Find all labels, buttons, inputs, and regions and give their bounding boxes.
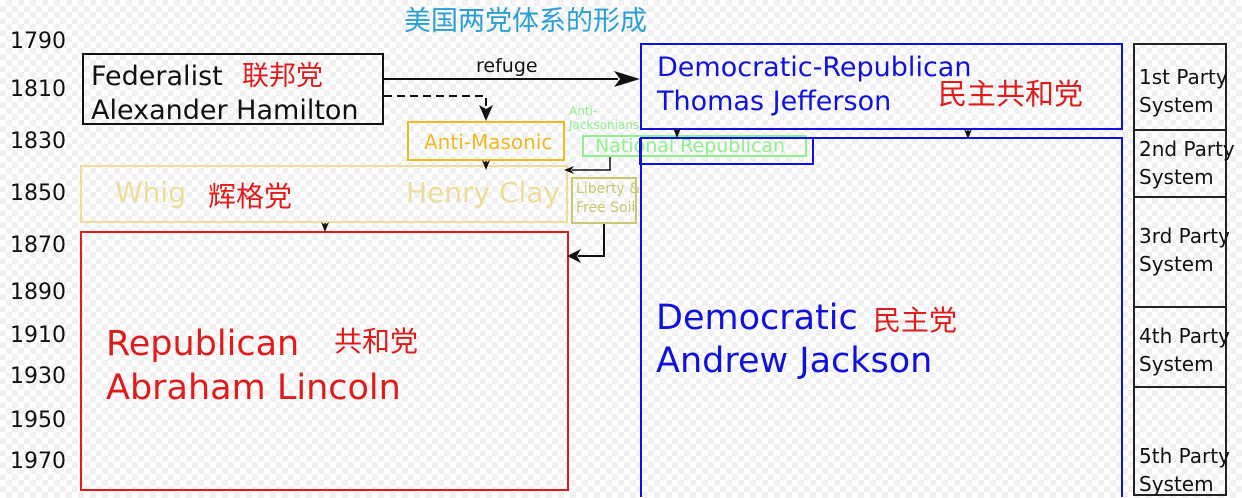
year-label: 1930 [10,364,66,389]
party-system-4-line1: 4th Party [1139,324,1230,348]
year-label: 1870 [10,233,66,258]
republican-box: Republican 共和党 Abraham Lincoln [80,231,569,491]
party-system-1-line2: System [1139,93,1214,117]
dem-rep-leader: Thomas Jefferson [657,86,892,117]
party-system-4-line2: System [1139,352,1214,376]
year-label: 1910 [10,323,66,348]
whig-leader: Henry Clay [406,176,561,209]
whig-cn: 辉格党 [208,180,293,213]
federalist-name: Federalist [91,61,223,92]
year-label: 1850 [10,181,66,206]
liberty-label: Liberty & [576,181,641,197]
anti-masonic-label: Anti-Masonic [424,130,553,154]
refuge-label: refuge [476,55,538,77]
party-system-1-line1: 1st Party [1139,65,1228,89]
year-label: 1790 [10,29,66,54]
year-label: 1950 [10,408,66,433]
party-system-2-line1: 2nd Party [1139,137,1235,161]
anti-jacksonians-label: Anti-Jacksonians [569,104,649,132]
whig-box: Whig 辉格党 Henry Clay [80,165,568,223]
diagram-title: 美国两党体系的形成 [404,6,647,37]
liberty-to-republican-head [567,249,581,263]
federalist-cn: 联邦党 [242,61,323,92]
demrep-to-natrep-head [673,128,681,138]
federalist-leader: Alexander Hamilton [91,95,359,126]
democratic-leader: Andrew Jackson [656,341,933,381]
party-system-2-line2: System [1139,165,1214,189]
democratic-name: Democratic [656,298,858,338]
republican-leader: Abraham Lincoln [106,368,401,408]
republican-name: Republican [106,324,300,364]
dem-rep-cn: 民主共和党 [938,77,1084,111]
natrep-to-whig-head [564,166,574,174]
party-system-3-line1: 3rd Party [1139,224,1230,248]
refuge-arrow-head [614,71,640,87]
dem-rep-name: Democratic-Republican [657,52,972,83]
whig-to-republican-head [321,222,329,232]
liberty-free-soil-box: Liberty & Free Soil [571,177,641,224]
democratic-cn: 民主党 [873,304,958,337]
anti-masonic-to-whig-head [482,160,490,170]
national-republican-label: National Republican [595,135,786,157]
democratic-box: Democratic 民主党 Andrew Jackson [640,137,1123,497]
year-label: 1970 [10,449,66,474]
anti-masonic-box: Anti-Masonic [407,121,565,161]
connector-arrows [321,71,972,263]
year-label: 1890 [10,280,66,305]
year-label: 1830 [10,129,66,154]
demrep-to-democratic-head [964,129,972,139]
democratic-republican-box: Democratic-Republican Thomas Jefferson 民… [640,43,1123,130]
party-system-5-line1: 5th Party [1139,444,1230,468]
federalist-box: Federalist 联邦党 Alexander Hamilton [82,53,384,125]
anti-jacksonians-text: Anti-Jacksonians [569,104,640,132]
republican-cn: 共和党 [334,325,419,358]
democratic-notch-edge [639,137,814,165]
year-label: 1810 [10,77,66,102]
whig-name: Whig [115,176,186,209]
free-soil-label: Free Soil [576,200,636,216]
liberty-to-republican-line [578,224,605,257]
federalist-dashed-arrow-head [479,105,493,121]
party-system-3-line2: System [1139,252,1214,276]
national-republican-box: National Republican [582,135,807,157]
natrep-to-whig-line [572,157,611,171]
federalist-dashed-arrow [384,95,487,108]
